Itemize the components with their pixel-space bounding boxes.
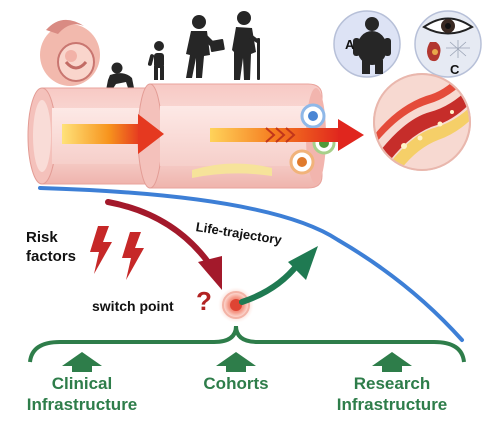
- switch-point-question-mark: ?: [196, 286, 212, 316]
- elderly-with-cane-icon: [232, 11, 260, 80]
- walking-adult-icon: [186, 15, 225, 78]
- cohorts-label: Cohorts: [203, 374, 269, 393]
- artery-plaque-icon: [373, 73, 471, 171]
- clinical-infrastructure-label: Clinical Infrastructure: [6, 373, 158, 415]
- clinical-line-1: Clinical: [51, 374, 113, 393]
- life-trajectory-curve: [38, 186, 464, 342]
- research-infrastructure-label: Research Infrastructure: [318, 373, 466, 415]
- obesity-icon: [333, 10, 401, 78]
- cohorts-up-arrow: [216, 352, 256, 372]
- research-line-2: Infrastructure: [336, 395, 448, 414]
- badge-letter-a: A: [345, 37, 355, 52]
- blood-flow-arrow-left: [62, 114, 164, 154]
- risk-factors-line-2: factors: [26, 248, 77, 265]
- risk-factors-line-1: Risk: [26, 229, 58, 246]
- crawling-baby-icon: [106, 62, 134, 90]
- improved-trajectory-arrowhead: [288, 246, 318, 280]
- risk-factors-arrowhead: [198, 256, 222, 290]
- improved-trajectory-arrow: [239, 261, 301, 305]
- risk-factors-label: Risk factors: [26, 228, 76, 266]
- clinical-line-2: Infrastructure: [26, 395, 138, 414]
- toddler-icon: [147, 41, 164, 80]
- switch-point-label: switch point: [92, 298, 174, 314]
- research-line-1: Research: [353, 374, 431, 393]
- blood-cell-orange: [289, 149, 315, 175]
- eye-kidney-icon: [414, 10, 482, 78]
- blood-cell-blue: [300, 103, 326, 129]
- badge-letter-c: C: [450, 62, 460, 77]
- research-up-arrow: [372, 352, 412, 372]
- risk-factors-arrow: [105, 199, 211, 265]
- switch-point-marker: [218, 287, 254, 323]
- infrastructure-bracket: [28, 325, 466, 363]
- pregnancy-icon: [40, 19, 100, 86]
- blood-flow-arrow-right: [210, 119, 364, 151]
- clinical-up-arrow: [62, 352, 102, 372]
- lightning-icon: [90, 226, 144, 280]
